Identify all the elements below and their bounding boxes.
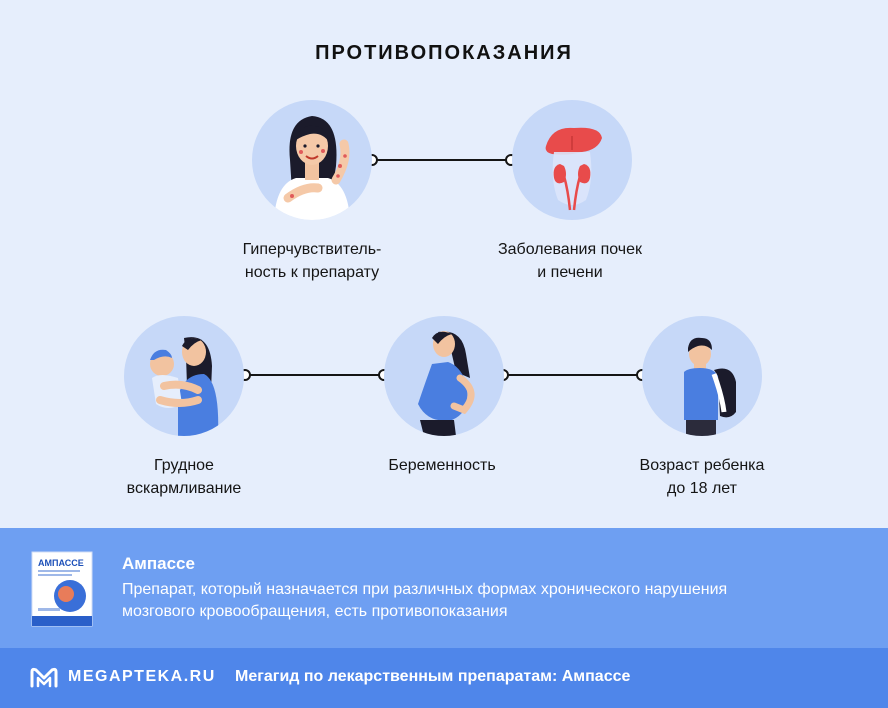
label-hypersensitivity: Гиперчувствитель-ность к препарату	[242, 241, 382, 281]
kidney-liver-icon	[512, 100, 632, 220]
footer-guide-text: Мегагид по лекарственным препаратам: Амп…	[235, 668, 631, 685]
product-name: Ампассе	[122, 554, 195, 573]
product-band: АМПАССЕ Ампассе Препарат, который назнач…	[0, 528, 888, 648]
label-pregnancy: Беременность	[388, 457, 496, 474]
product-box-label: АМПАССЕ	[38, 558, 84, 568]
breastfeeding-icon	[124, 316, 244, 436]
product-description: Препарат, который назначается при различ…	[122, 581, 728, 620]
megapteka-logo-icon[interactable]	[30, 666, 58, 688]
page-title: ПРОТИВОПОКАЗАНИЯ	[315, 42, 573, 64]
connector-line	[245, 374, 385, 376]
product-box-icon: АМПАССЕ	[30, 550, 96, 628]
pregnancy-icon	[384, 316, 504, 436]
allergy-woman-icon	[252, 100, 372, 220]
logo-text[interactable]: MEGAPTEKA.RU	[68, 668, 216, 685]
child-backpack-icon	[642, 316, 762, 436]
connector-line	[503, 374, 643, 376]
connector-line	[372, 159, 512, 161]
footer-band: MEGAPTEKA.RU Мегагид по лекарственным пр…	[0, 648, 888, 708]
